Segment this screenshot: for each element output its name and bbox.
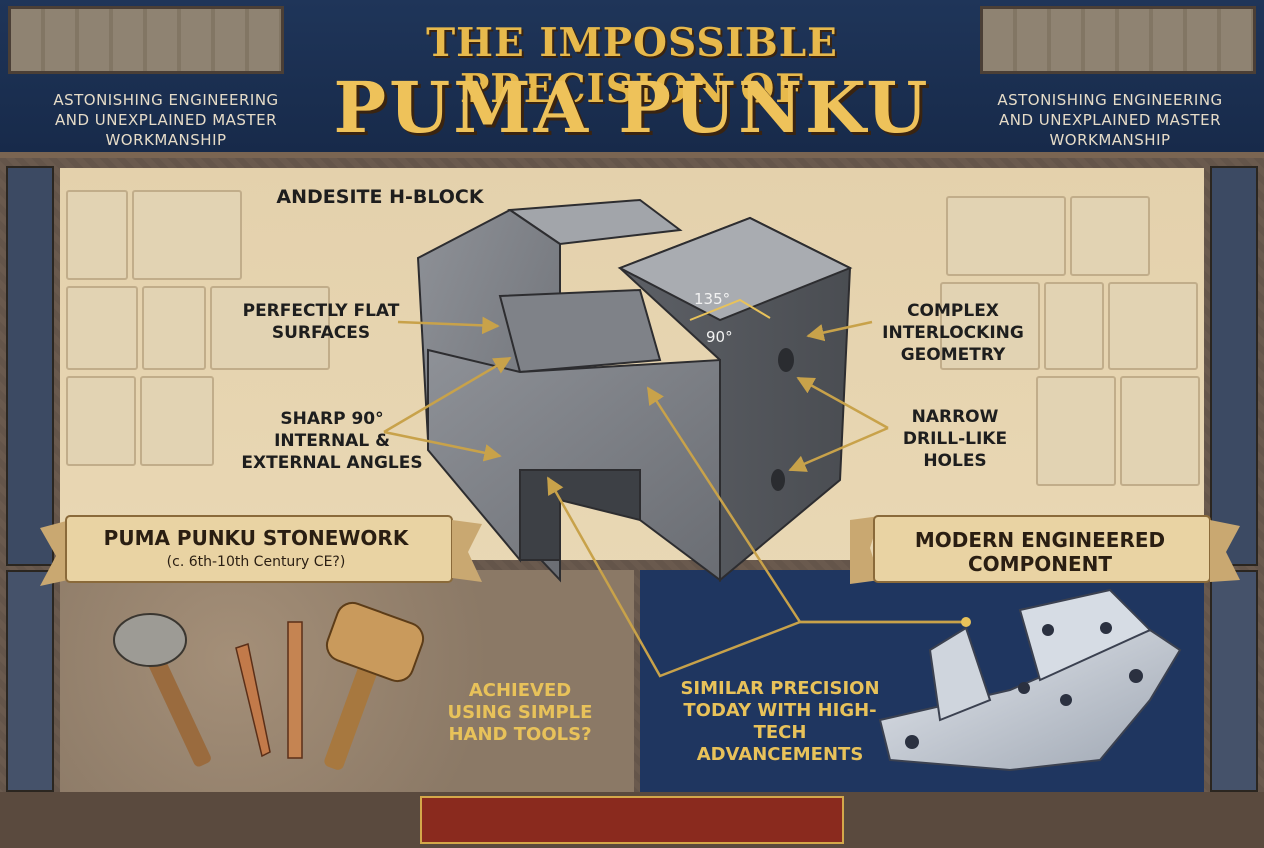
stonework-banner-title: PUMA PUNKU STONEWORK	[103, 526, 409, 550]
stonework-banner-subtitle: (c. 6th-10th Century CE?)	[166, 554, 346, 570]
arrow-hole-upper	[796, 376, 889, 430]
wall-stone	[66, 286, 138, 370]
wooden-mallet-icon	[324, 601, 425, 770]
modern-banner-title: MODERN ENGINEERED COMPONENT	[914, 528, 1166, 576]
copper-chisel-icon	[287, 621, 303, 759]
wall-stone	[1044, 282, 1104, 370]
angle-135-label: 135°	[694, 290, 730, 308]
wall-stone	[66, 376, 136, 466]
arrow-interlocking	[806, 320, 873, 342]
callout-arrows	[383, 316, 966, 678]
wall-stone	[1036, 376, 1116, 486]
wall-stone	[142, 286, 206, 370]
copper-chisel-icon	[235, 643, 271, 758]
annotation-interlocking: COMPLEX INTERLOCKING GEOMETRY	[882, 301, 1024, 365]
right-lower-border	[1210, 570, 1258, 792]
hand-tools	[113, 601, 425, 770]
right-banner	[850, 515, 1240, 584]
puma-relief-carving	[980, 6, 1256, 74]
wall-stone	[1120, 376, 1200, 486]
wall-stone	[1108, 282, 1198, 370]
annotation-drill-holes: NARROW DRILL-LIKE HOLES	[902, 407, 1008, 471]
stone-hammer-icon	[113, 613, 211, 767]
annotation-sharp-angles: SHARP 90° INTERNAL & EXTERNAL ANGLES	[241, 409, 423, 473]
modern-precision-caption: SIMILAR PRECISION TODAY WITH HIGH-TECH A…	[680, 678, 880, 765]
arrow-to-block-channel	[546, 476, 966, 678]
arrow-internal-angle	[383, 356, 512, 434]
hand-tools-caption: ACHIEVED USING SIMPLE HAND TOOLS?	[447, 680, 593, 745]
right-glyph-border	[1210, 166, 1258, 566]
left-lower-border	[6, 570, 54, 792]
tagline-left: ASTONISHING ENGINEERING AND UNEXPLAINED …	[53, 91, 279, 149]
title-top: THE IMPOSSIBLE PRECISION OF	[426, 20, 838, 112]
tagline-right: ASTONISHING ENGINEERING AND UNEXPLAINED …	[997, 91, 1223, 149]
arrow-external-angle	[383, 430, 502, 462]
wall-stone	[1070, 196, 1150, 276]
left-banner	[40, 515, 482, 586]
wall-stone	[946, 196, 1066, 276]
wall-stone	[210, 286, 330, 370]
andesite-h-block	[416, 198, 853, 583]
wall-stone	[132, 190, 242, 280]
metal-bracket	[878, 588, 1182, 772]
angle-90-label: 90°	[706, 328, 733, 346]
annotation-flat-surfaces: PERFECTLY FLAT SURFACES	[242, 301, 400, 343]
arrow-hole-lower	[788, 426, 889, 472]
wall-stone	[940, 282, 1040, 370]
wall-stone	[66, 190, 128, 280]
h-block-label: ANDESITE H-BLOCK	[276, 186, 484, 208]
page-title: PUMA PUNKU	[333, 66, 931, 149]
puma-frieze	[420, 796, 844, 844]
bird-relief-carving	[8, 6, 284, 74]
wall-stone	[140, 376, 214, 466]
arrow-flat-surfaces	[397, 316, 500, 335]
left-glyph-border	[6, 166, 54, 566]
